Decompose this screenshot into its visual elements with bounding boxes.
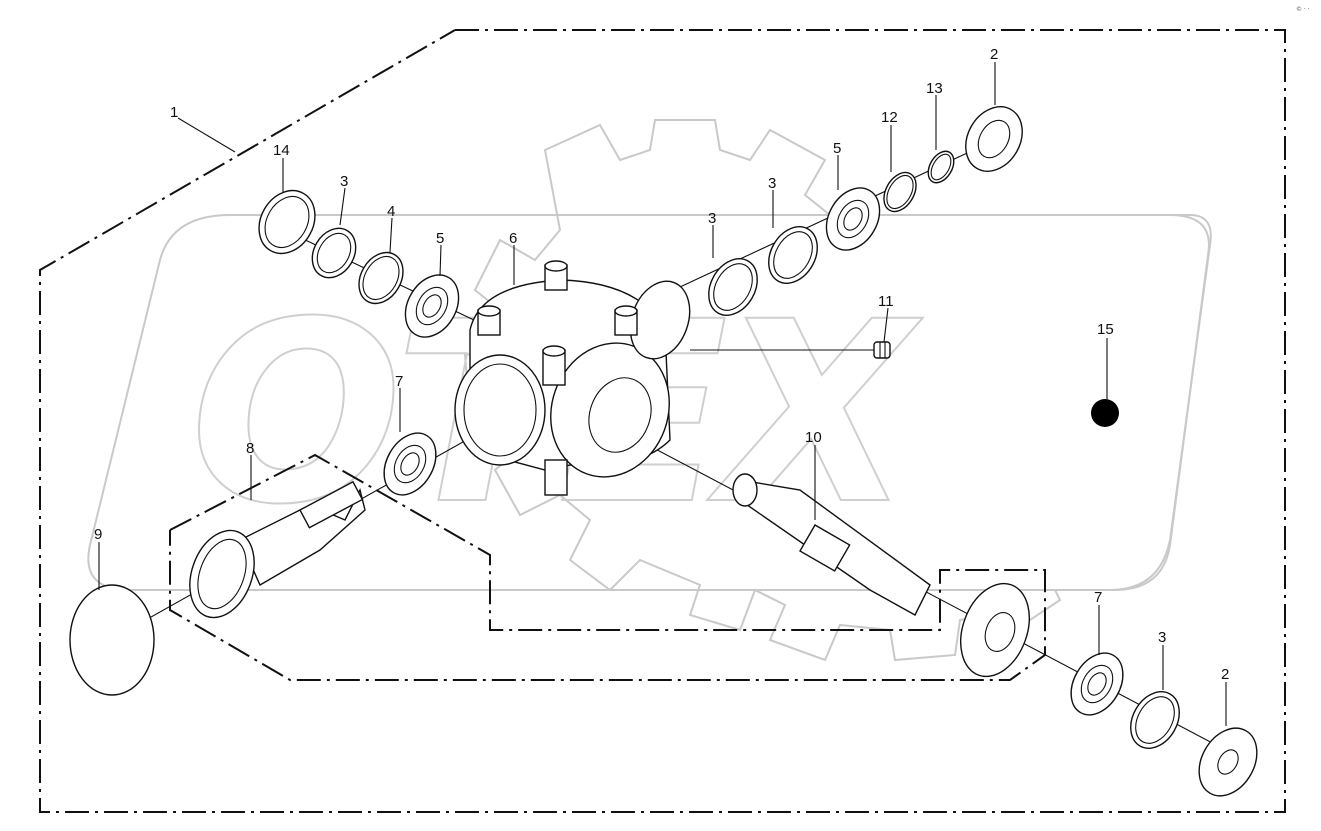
callout-3: 3 — [1158, 629, 1166, 646]
callout-5: 5 — [436, 230, 444, 247]
part-4-shim[interactable] — [350, 245, 412, 312]
part-9-cover[interactable] — [69, 584, 155, 696]
part-12-shim[interactable] — [877, 167, 922, 217]
part-7-bearing-a[interactable] — [374, 424, 447, 504]
part-3-circlip-a[interactable] — [304, 220, 365, 285]
corner-mark: © · · — [1296, 6, 1310, 13]
part-8-pinion-shaft[interactable] — [178, 480, 366, 627]
callout-12: 12 — [881, 109, 898, 126]
part-11-plug[interactable] — [873, 341, 891, 359]
crown-gear[interactable] — [949, 574, 1042, 686]
callout-7: 7 — [395, 373, 403, 390]
part-3-circlip-d[interactable] — [1121, 683, 1189, 757]
part-3-circlip-c[interactable] — [759, 218, 827, 292]
part-14-seal[interactable] — [248, 180, 326, 263]
callout-labels: 1 14 3 4 5 6 3 3 5 12 13 2 11 15 7 8 9 1… — [94, 46, 1229, 683]
callout-2: 2 — [1221, 666, 1229, 683]
callout-4: 4 — [387, 203, 395, 220]
assembly-boundary — [39, 29, 1286, 813]
callout-5: 5 — [833, 140, 841, 157]
gear-set-boundary — [169, 453, 1046, 681]
part-5-bearing-b[interactable] — [816, 178, 891, 259]
part-2-seal-a[interactable] — [954, 97, 1033, 182]
callout-6: 6 — [509, 230, 517, 247]
callout-15: 15 — [1097, 321, 1114, 338]
callout-10: 10 — [805, 429, 822, 446]
callout-14: 14 — [273, 142, 290, 159]
callout-3: 3 — [708, 210, 716, 227]
part-7-bearing-b[interactable] — [1061, 644, 1134, 724]
callout-13: 13 — [926, 80, 943, 97]
callout-9: 9 — [94, 526, 102, 543]
leader-lines — [98, 62, 1227, 726]
callout-3: 3 — [768, 175, 776, 192]
callout-7: 7 — [1094, 589, 1102, 606]
part-3-circlip-b[interactable] — [699, 250, 767, 324]
callout-1: 1 — [170, 104, 178, 121]
callout-2: 2 — [990, 46, 998, 63]
part-15-sealant[interactable] — [1091, 399, 1119, 427]
part-2-seal-b[interactable] — [1187, 718, 1268, 806]
callout-11: 11 — [878, 293, 894, 310]
part-10-output-shaft[interactable] — [732, 473, 931, 616]
callout-8: 8 — [246, 440, 254, 457]
watermark-logo-frame — [87, 214, 1210, 591]
part-5-bearing-a[interactable] — [395, 265, 470, 346]
callout-3: 3 — [340, 173, 348, 190]
part-6-housing[interactable] — [454, 260, 700, 496]
part-13-circlip[interactable] — [923, 147, 959, 187]
